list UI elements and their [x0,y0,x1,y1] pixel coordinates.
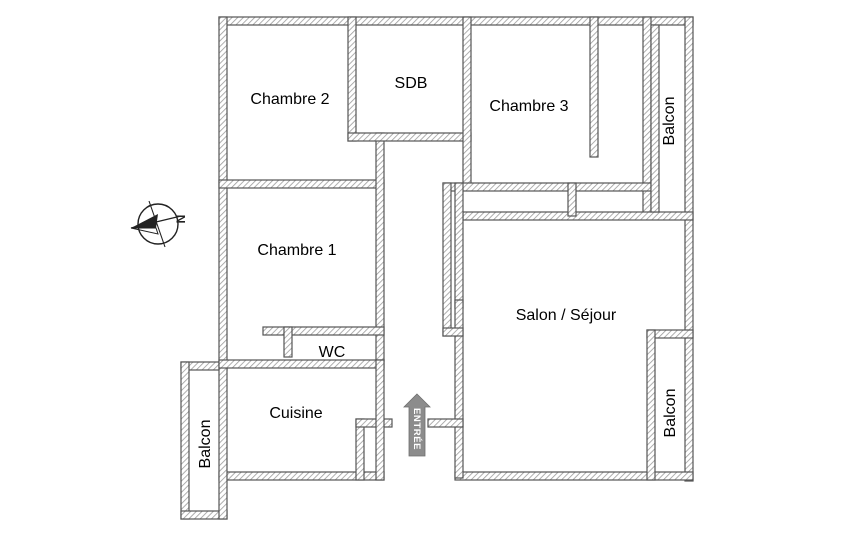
wall-chambre3-stub [589,16,599,158]
entry-arrow: ENTRÉE [403,393,431,457]
wall-chambre2-bottom [218,179,385,189]
wall-balcon-left-outer [180,361,190,520]
compass-north-letter: N [174,215,188,224]
wall-outer-bottom-right [454,471,694,481]
room-label-salon: Salon / Séjour [516,307,617,324]
wall-entry-threshold-left [355,418,393,428]
north-arrow-icon: N [130,200,188,248]
room-label-cuisine: Cuisine [269,405,322,422]
wall-sdb-right [462,16,472,188]
wall-wc-bottom [218,359,385,369]
room-label-balcon-top-right: Balcon [661,97,678,146]
wall-corridor-jog [442,327,464,337]
wall-balcon-bottom-left [646,329,656,481]
arrow-up-icon [403,393,431,457]
wall-sdb-left [347,16,357,142]
wall-entry-threshold-right [427,418,464,428]
wall-outer-right [684,16,694,482]
room-label-chambre-2: Chambre 2 [250,91,329,108]
wall-wc-left [283,326,293,358]
wall-cuisine-stub [355,418,365,481]
entry-label: ENTRÉE [411,408,422,450]
wall-sdb-bottom [347,132,472,142]
room-labels: Chambre 2 SDB Chambre 3 Balcon Chambre 1… [197,75,679,468]
room-label-balcon-left: Balcon [197,420,214,469]
room-label-balcon-bottom-right: Balcon [662,389,679,438]
wall-wc-top [262,326,385,336]
wall-balcon-left-inner [218,361,228,520]
room-label-chambre-1: Chambre 1 [257,242,336,259]
wall-closet-divider [567,182,577,217]
wall-corridor-right-lower [454,299,464,479]
wall-outer-top [218,16,694,26]
wall-cuisine-right [375,359,385,481]
wall-chambre3-bottom [442,182,652,192]
walls [180,16,694,520]
room-label-wc: WC [319,344,346,361]
wall-corridor-right-inner [454,182,464,309]
room-label-chambre-3: Chambre 3 [489,98,568,115]
wall-balcon-top-left [650,24,660,213]
room-label-sdb: SDB [395,75,428,92]
wall-outer-left [218,16,228,363]
wall-corridor-right-upper [442,182,452,337]
wall-closet-bottom [462,211,694,221]
